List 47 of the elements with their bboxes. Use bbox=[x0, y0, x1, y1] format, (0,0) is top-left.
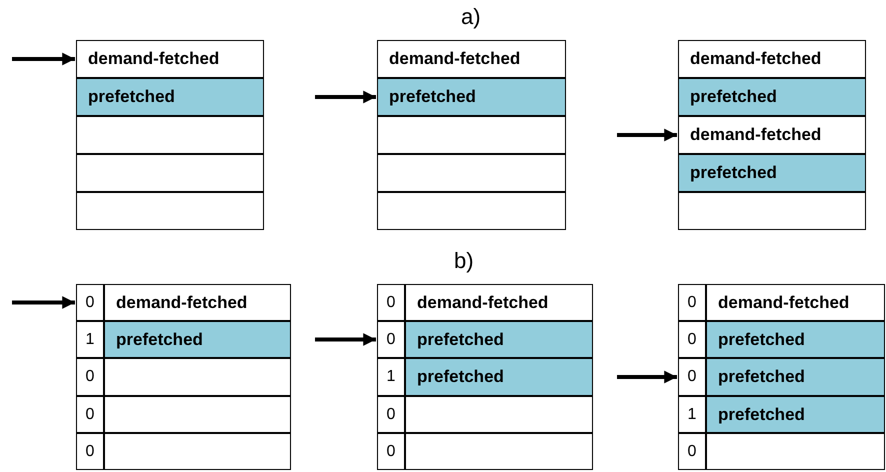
bit-cell: 0 bbox=[76, 396, 104, 433]
cache-slot: prefetched bbox=[76, 78, 264, 116]
bit-cell: 1 bbox=[678, 396, 706, 433]
cache-slot: demand-fetched bbox=[405, 284, 593, 321]
cache-slot: prefetched bbox=[678, 154, 866, 192]
bit-cell: 0 bbox=[678, 321, 706, 358]
cache-slot: prefetched bbox=[706, 358, 885, 396]
bit-cell: 0 bbox=[377, 396, 405, 433]
arrow bbox=[617, 128, 677, 142]
cache-slot: prefetched bbox=[405, 358, 593, 396]
empty-slot bbox=[377, 154, 566, 192]
empty-slot bbox=[76, 116, 264, 154]
bit-cell: 0 bbox=[678, 358, 706, 396]
panel-label: b) bbox=[454, 248, 474, 274]
bit-cell: 0 bbox=[377, 321, 405, 358]
bit-cell: 0 bbox=[377, 433, 405, 470]
cache-slot: demand-fetched bbox=[678, 40, 866, 78]
arrow bbox=[617, 370, 677, 384]
empty-slot bbox=[377, 192, 566, 230]
arrow bbox=[315, 333, 376, 346]
bit-cell: 0 bbox=[76, 433, 104, 470]
empty-slot bbox=[76, 192, 264, 230]
empty-slot bbox=[678, 192, 866, 230]
bit-cell: 0 bbox=[678, 433, 706, 470]
empty-slot bbox=[76, 154, 264, 192]
cache-slot: demand-fetched bbox=[377, 40, 566, 78]
bit-cell: 1 bbox=[76, 321, 104, 358]
cache-slot: prefetched bbox=[405, 321, 593, 358]
cache-slot: demand-fetched bbox=[104, 284, 291, 321]
cache-slot: prefetched bbox=[678, 78, 866, 116]
cache-slot: prefetched bbox=[104, 321, 291, 358]
panel-label: a) bbox=[461, 4, 481, 30]
bit-cell: 0 bbox=[76, 358, 104, 396]
bit-cell: 0 bbox=[678, 284, 706, 321]
cache-slot: prefetched bbox=[706, 321, 885, 358]
cache-slot: demand-fetched bbox=[678, 116, 866, 154]
bit-cell: 0 bbox=[377, 284, 405, 321]
arrow bbox=[12, 52, 75, 66]
cache-slot: prefetched bbox=[706, 396, 885, 433]
cache-slot: demand-fetched bbox=[76, 40, 264, 78]
arrow bbox=[315, 90, 376, 104]
cache-slot: prefetched bbox=[377, 78, 566, 116]
bit-cell: 1 bbox=[377, 358, 405, 396]
bit-cell: 0 bbox=[76, 284, 104, 321]
cache-slot: demand-fetched bbox=[706, 284, 885, 321]
empty-slot bbox=[377, 116, 566, 154]
arrow bbox=[12, 296, 75, 309]
